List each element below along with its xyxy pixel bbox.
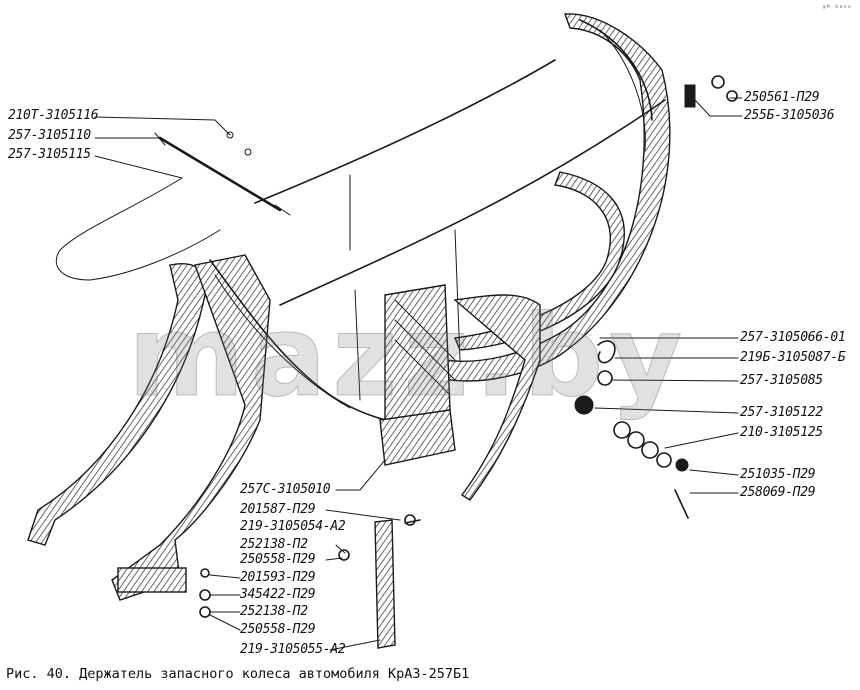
part-label: 250561-П29 [744,90,820,105]
center-bracket [379,284,541,501]
part-label: 255Б-3105036 [744,108,835,123]
part-label: 257-3105066-01 [740,330,846,345]
part-label: 257-3105122 [740,405,823,420]
part-label: 201593-П29 [240,570,316,585]
pin-and-chain [55,131,291,281]
part-label: 219-3105054-А2 [240,519,346,534]
part-label: 258069-П29 [740,485,816,500]
leader-lines [94,97,743,651]
part-label: 250558-П29 [240,622,316,637]
corner-mark: ᵍᴹ ᵇᵃˢᵉ [822,4,852,12]
part-label: 250558-П29 [240,552,316,567]
part-label: 210Т-3105116 [8,108,99,123]
cradle-frame [254,13,671,401]
part-label: 201587-П29 [240,502,316,517]
part-label: 252138-П2 [240,537,308,552]
right-hardware [574,75,738,519]
left-arm [27,254,421,601]
part-label: 219Б-3105087-Б [740,350,846,365]
part-label: 257-3105085 [740,373,823,388]
part-label: 210-3105125 [740,425,823,440]
part-label: 219-3105055-А2 [240,642,346,657]
part-label: 345422-П29 [240,587,316,602]
part-label: 252138-П2 [240,604,308,619]
figure-caption: Рис. 40. Держатель запасного колеса авто… [6,666,470,682]
lower-hardware [199,514,421,649]
part-label: 251035-П29 [740,467,816,482]
part-label: 257-3105110 [8,128,91,143]
part-label: 257С-3105010 [240,482,331,497]
part-label: 257-3105115 [8,147,91,162]
